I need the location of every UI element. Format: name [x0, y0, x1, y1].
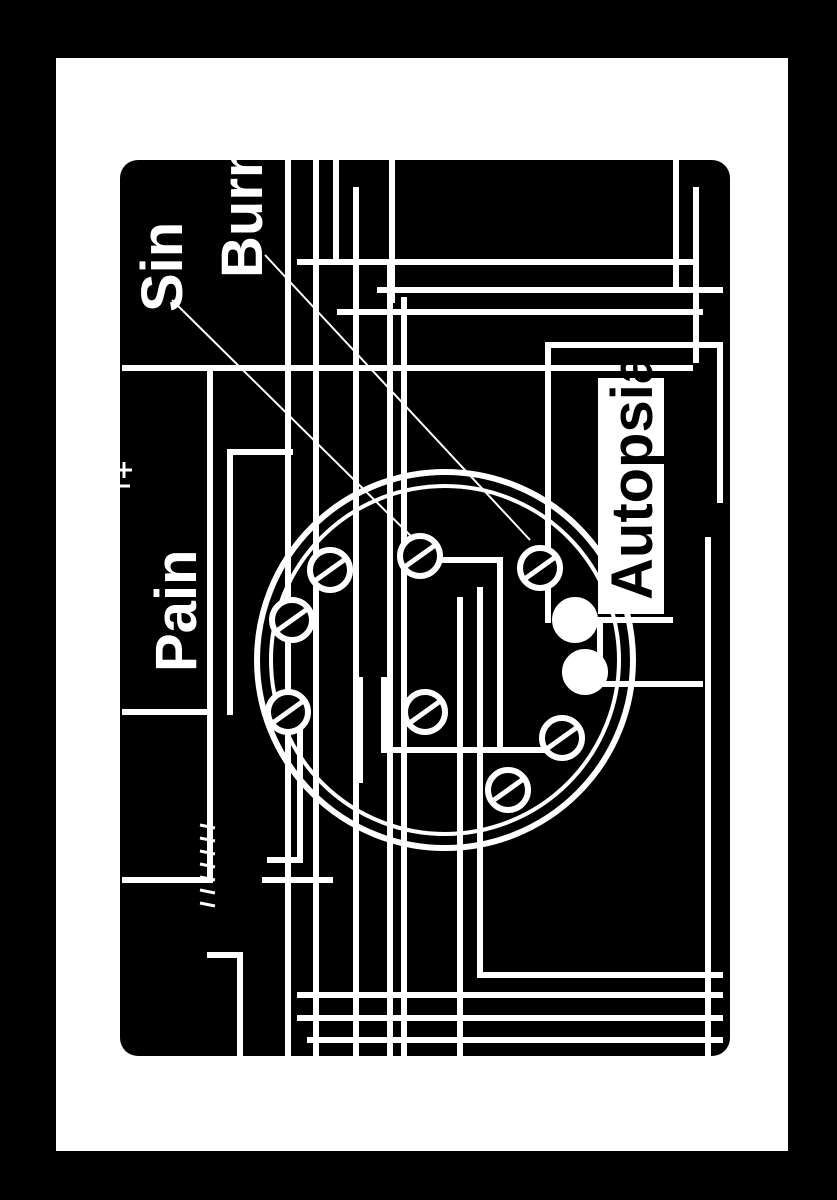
pin-8: [402, 689, 448, 735]
pin-10: [485, 767, 531, 813]
pin-3: [307, 547, 353, 593]
pin-2: [517, 545, 563, 591]
label-sin: Sin: [130, 222, 195, 312]
pin-6: [562, 649, 608, 695]
pin-9: [539, 715, 585, 761]
pin-5: [552, 597, 598, 643]
label-burn: Burn: [210, 143, 275, 278]
autopsia-box: [598, 378, 664, 614]
pin-7: [265, 689, 311, 735]
connector-pins: [265, 533, 608, 813]
connector-ring: [254, 469, 636, 851]
label-pain: Pain: [144, 550, 209, 673]
label-autopsia: Autopsia: [600, 351, 665, 600]
pin-1: [397, 533, 443, 579]
pin-4: [269, 597, 315, 643]
ground-symbol: [118, 462, 132, 488]
artwork-panel: [120, 160, 730, 1056]
resistor-symbol: [199, 823, 216, 908]
